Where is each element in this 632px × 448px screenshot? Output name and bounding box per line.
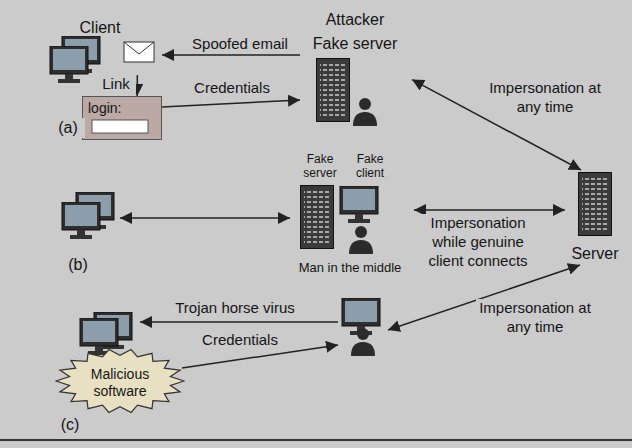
connector-arrow — [414, 209, 565, 211]
node-heading: Fake server — [296, 152, 344, 181]
panel-letter: (a) — [51, 118, 85, 138]
edge-label: Spoofed email — [175, 35, 305, 54]
node-label: login: — [88, 100, 158, 117]
icon-group: Fake serverFake clientMan in the middle — [290, 152, 414, 278]
edge-label: Link — [96, 75, 136, 94]
connector-arrow — [162, 54, 300, 56]
connector-arrow — [136, 75, 138, 96]
node-label: Fake client — [346, 152, 394, 181]
rule-line — [0, 439, 632, 441]
arrow-label: Credentials — [190, 331, 290, 350]
starburst-shape — [56, 350, 184, 413]
icon-group: Server — [565, 170, 629, 265]
login-window — [82, 96, 162, 140]
login-box: login: — [82, 96, 162, 140]
arrow-label: Impersonation at any time — [476, 299, 594, 337]
node-label: Client — [50, 18, 150, 37]
arrow-label: Trojan horse virus — [160, 299, 310, 318]
input-field — [92, 120, 148, 133]
server-icon — [301, 186, 334, 249]
node-label: Malicious software — [78, 366, 162, 400]
node-label: Server — [565, 244, 625, 263]
node-label: Fake server — [302, 34, 408, 53]
email-envelope — [124, 42, 154, 62]
connector-arrow — [162, 100, 300, 107]
node-heading: Attacker — [302, 10, 408, 29]
person-icon — [351, 328, 375, 356]
computer-icon — [340, 186, 378, 223]
node-label: Man in the middle — [290, 260, 410, 276]
panel-letter: (c) — [53, 415, 87, 435]
starburst-shape: Malicious software — [55, 348, 185, 414]
server-icon — [579, 173, 612, 236]
trojan-arrow — [140, 321, 338, 323]
computer-icon — [80, 318, 118, 355]
person-icon — [349, 226, 373, 254]
computer-icon — [50, 46, 88, 83]
server-icon — [317, 59, 350, 122]
panel-letter: (b) — [61, 255, 95, 275]
computer-icon — [62, 202, 100, 239]
edge-label: Impersonation at any time — [486, 79, 604, 117]
edge-label: Credentials — [177, 79, 287, 98]
connection-arrow — [120, 217, 290, 219]
person-icon — [353, 98, 377, 126]
edge-label: Impersonation while genuine client conne… — [414, 214, 542, 270]
icon-group: Client — [50, 18, 162, 75]
icon-group: AttackerFake server — [300, 10, 412, 128]
